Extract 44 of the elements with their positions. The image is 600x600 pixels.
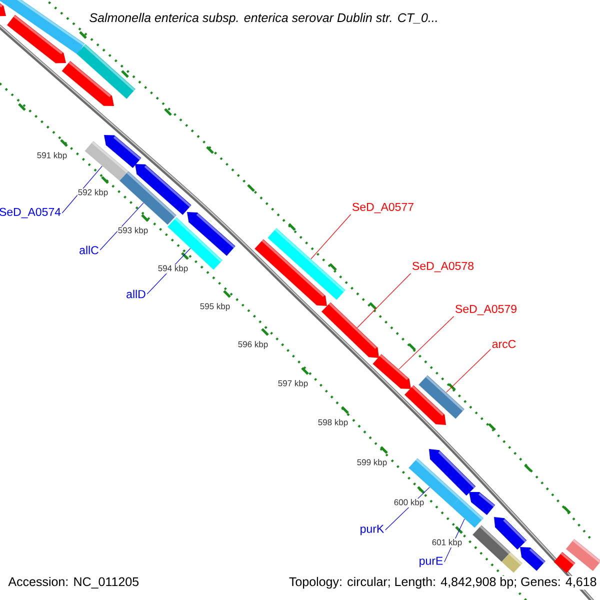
gene-block — [404, 385, 446, 425]
scale-label: 599 kbp — [356, 458, 388, 468]
leader-line — [310, 214, 352, 260]
scale-label: 597 kbp — [277, 380, 309, 388]
gene-label: arcC — [492, 340, 516, 348]
leader-line — [446, 348, 491, 393]
gene-block — [520, 547, 546, 571]
gene-block — [566, 538, 600, 572]
gene-block — [187, 212, 236, 256]
scale-label: 594 kbp — [157, 264, 189, 274]
gene-label: purK — [360, 524, 384, 536]
scale-label: 591 kbp — [36, 152, 68, 160]
gene-block — [104, 135, 142, 168]
scale-label: 593 kbp — [117, 226, 149, 236]
gene-block — [322, 302, 379, 358]
title: Salmonella enterica subsp. enterica serovar Dublin str. CT_0... — [90, 12, 437, 25]
gene-label: purE — [420, 556, 443, 568]
scale-label: 598 kbp — [317, 418, 349, 428]
gene-block — [0, 0, 85, 54]
gene-block — [76, 44, 136, 99]
scale-label: 600 kbp — [393, 498, 425, 508]
gene-block — [469, 492, 496, 516]
summary-text: Topology: circular; Length: 4,842,908 bp; Genes: 4,618 — [288, 576, 598, 590]
gene-block — [502, 552, 522, 573]
scale-label: 601 kbp — [431, 538, 463, 548]
gene-block — [135, 164, 192, 215]
leader-line — [62, 166, 102, 214]
gene-label: SeD_A0577 — [352, 202, 414, 214]
gene-label: SeD_A0574 — [0, 208, 61, 218]
gene-block — [254, 239, 327, 306]
scale-label: 592 kbp — [77, 188, 109, 198]
gene-label: allD — [126, 290, 146, 298]
scale-label: 595 kbp — [199, 302, 231, 312]
leader-line — [100, 202, 144, 250]
leader-line — [398, 316, 454, 370]
gene-label: SeD_A0578 — [412, 262, 474, 272]
gene-block — [472, 525, 510, 562]
scale-label: 596 kbp — [237, 340, 269, 350]
leader-line — [356, 273, 412, 328]
accession-text: Accession: NC_011205 — [8, 576, 139, 588]
gene-block — [372, 354, 411, 389]
gene-label: SeD_A0579 — [456, 304, 516, 316]
gene-block — [429, 449, 476, 496]
gene-label: allC — [80, 246, 98, 254]
